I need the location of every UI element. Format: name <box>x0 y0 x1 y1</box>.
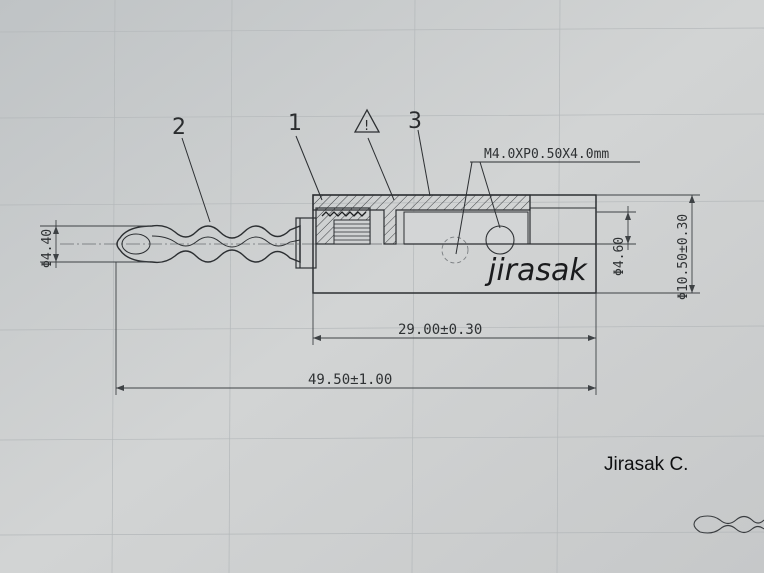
callout-leaders <box>181 129 640 255</box>
tip-diameter-dim: Φ4.40 <box>40 229 55 268</box>
watermark: jirasak <box>484 253 588 288</box>
bore-diameter-dim: Φ4.60 <box>612 237 627 276</box>
callout-part-2: 2 <box>172 115 186 140</box>
callout-part-1: 1 <box>288 111 302 136</box>
dimension-lines <box>40 194 700 395</box>
threaded-insert <box>315 207 371 245</box>
partial-pin-thumbnail <box>693 515 764 534</box>
body-length-dim: 29.00±0.30 <box>398 322 482 338</box>
thread-note: M4.0XP0.50X4.0mm <box>484 147 609 162</box>
overall-length-dim: 49.50±1.00 <box>308 372 392 388</box>
spring-pin <box>116 224 301 264</box>
svg-text:!: ! <box>364 119 369 134</box>
signature: Jirasak C. <box>604 454 688 475</box>
dimension-arrows <box>53 195 695 391</box>
callout-part-3: 3 <box>408 109 422 134</box>
body-diameter-dim: Φ10.50±0.30 <box>676 214 691 300</box>
warning-triangle-icon: ! <box>353 108 381 134</box>
